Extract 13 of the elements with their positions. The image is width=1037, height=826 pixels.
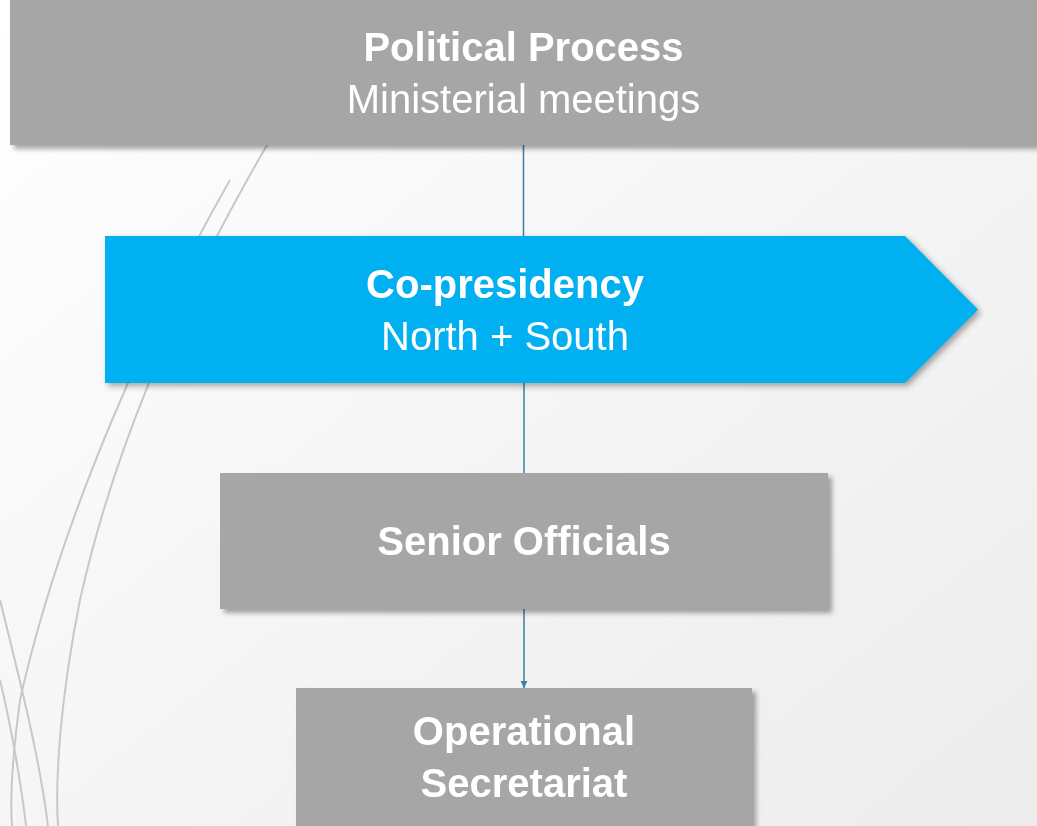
- connector-line: [522, 144, 525, 237]
- box-subtitle: Ministerial meetings: [346, 75, 701, 123]
- process-box: [10, 0, 1037, 145]
- arrow: [520, 608, 528, 689]
- connector-line: [523, 382, 525, 474]
- process-box: [220, 473, 828, 609]
- box-title: Political Process: [363, 23, 684, 71]
- box-title: Co-presidency: [366, 260, 644, 308]
- box-title: Operational Secretariat: [411, 708, 637, 807]
- chevron-arrow-box: [105, 236, 978, 383]
- box-title: Senior Officials: [377, 518, 671, 565]
- process-box: [296, 688, 752, 826]
- box-subtitle: North + South: [381, 312, 629, 360]
